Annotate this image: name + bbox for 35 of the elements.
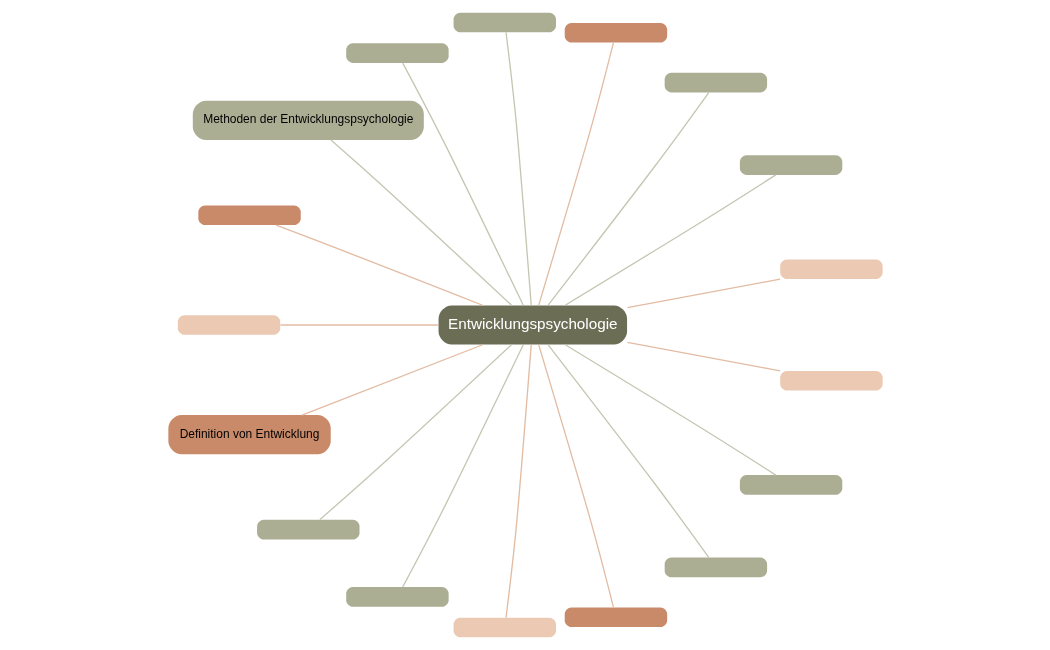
- node-box: [739, 475, 842, 495]
- connector: [401, 344, 524, 588]
- connector: [279, 324, 439, 326]
- connector: [537, 42, 614, 307]
- connector: [537, 343, 614, 608]
- connector: [401, 62, 524, 306]
- node-box: [256, 519, 360, 540]
- node-box: [779, 259, 883, 279]
- connector: [318, 344, 512, 521]
- node-box: [664, 72, 767, 93]
- node-box: Entwicklungspsychologie: [438, 305, 627, 345]
- node-box: [453, 617, 556, 638]
- connector: [300, 344, 483, 416]
- connector: [504, 344, 532, 619]
- node-box: [197, 205, 301, 226]
- connector: [626, 278, 781, 309]
- connector: [547, 91, 709, 306]
- node-box: Methoden der Entwicklungspsychologie: [192, 100, 424, 140]
- node-box: [345, 43, 449, 63]
- connector: [564, 344, 776, 476]
- node-box: [779, 371, 883, 391]
- node-box: [177, 315, 280, 335]
- node-box: [345, 587, 449, 607]
- node-box: [453, 12, 556, 33]
- connector: [329, 139, 512, 306]
- node-box: [664, 557, 767, 578]
- connector: [504, 31, 532, 306]
- connector: [547, 344, 709, 559]
- node-box: [564, 607, 667, 627]
- connector: [274, 224, 483, 306]
- connector: [626, 341, 781, 372]
- connector: [564, 174, 776, 306]
- node-box: [739, 155, 842, 175]
- node-box: Definition von Entwicklung: [167, 415, 331, 455]
- node-box: [564, 23, 667, 43]
